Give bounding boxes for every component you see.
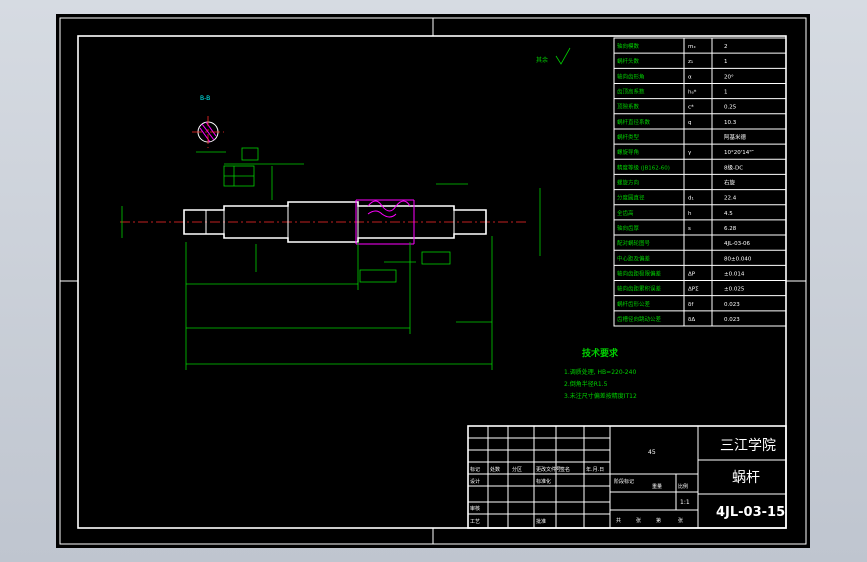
standard-label: 标准化 (536, 478, 551, 485)
drawing-number: 4JL-03-15 (716, 505, 785, 520)
param-symbol: hₐ* (688, 90, 697, 96)
param-symbol: δf (688, 302, 694, 308)
param-label: 蜗杆齿形公差 (617, 300, 651, 308)
param-symbol: d₁ (688, 196, 694, 202)
param-value: 1 (724, 90, 728, 96)
param-label: 分度圆直径 (617, 194, 645, 202)
param-label: 中心距及偏差 (617, 254, 651, 262)
sheet-label: 共 (616, 517, 621, 524)
param-label: 轴向齿厚 (617, 224, 640, 232)
roughness-label: 其余 (536, 56, 548, 64)
worm-shaft-drawing: B-B 其余 轴向模数 mₓ 2 蜗杆头数 z₁ 1 轴向齿形角 α 20° 齿顶高系数 hₐ* 1 顶… (59, 17, 807, 545)
param-symbol: c* (688, 105, 694, 111)
param-value: 右旋 (724, 179, 736, 187)
tech-heading: 技术要求 (582, 347, 619, 359)
technical-requirements: 技术要求 1.调质处理, HB=220-240 2.倒角半径R1.5 3.未注尺… (564, 347, 637, 400)
process-label: 工艺 (470, 519, 480, 525)
dimensions (121, 163, 541, 370)
audit-label: 审核 (470, 505, 480, 512)
param-value: 0.25 (724, 105, 737, 111)
sheet-label: 张 (678, 517, 683, 524)
param-symbol: ΔPΣ (688, 287, 699, 293)
param-label: 螺旋方向 (617, 179, 639, 187)
rev-header: 年.月.日 (586, 466, 604, 473)
param-value: 阿基米德 (724, 133, 747, 141)
param-value: 0.023 (724, 317, 740, 323)
param-value: 1 (724, 59, 728, 65)
param-label: 螺旋导角 (617, 148, 639, 156)
param-label: 顶隙系数 (617, 103, 640, 111)
design-label: 设计 (470, 478, 480, 485)
param-label: 全齿高 (617, 209, 634, 217)
sheet-label: 第 (656, 517, 661, 524)
rev-header: 标记 (470, 466, 480, 473)
approve-label: 批准 (536, 518, 546, 525)
param-value: 10.3 (724, 120, 737, 126)
scale: 1:1 (680, 499, 690, 506)
param-value: 22.4 (724, 196, 737, 202)
sheet-label: 张 (636, 517, 641, 524)
param-value: 20° (724, 74, 734, 80)
material: 45 (648, 449, 656, 456)
param-label: 蜗杆直径系数 (617, 118, 651, 126)
param-label: 蜗杆头数 (617, 57, 640, 65)
rev-header: 分区 (512, 466, 522, 473)
param-symbol: h (688, 211, 692, 217)
section-label: B-B (200, 95, 210, 102)
param-value: 80±0.040 (724, 256, 752, 262)
tech-item: 2.倒角半径R1.5 (564, 380, 608, 388)
param-value: 4JL-03-06 (724, 241, 751, 247)
param-value: 6.28 (724, 226, 737, 232)
param-label: 精度等级 (JB162-60) (617, 163, 670, 171)
param-symbol: s (688, 226, 691, 232)
param-value: ±0.025 (724, 287, 745, 293)
scale-label: 比例 (678, 483, 688, 490)
param-label: 配对蜗轮图号 (617, 239, 651, 247)
rev-header: 处数 (490, 466, 500, 473)
parameter-table: 轴向模数 mₓ 2 蜗杆头数 z₁ 1 轴向齿形角 α 20° 齿顶高系数 hₐ* 1 顶隙系数 c* 0.… (613, 37, 787, 327)
param-value: 2 (724, 44, 728, 50)
param-label: 蜗杆类型 (617, 133, 640, 141)
param-value: 10°20'14"″ (724, 150, 754, 156)
rev-header: 更改文件号 (536, 466, 561, 473)
param-value: 0.023 (724, 302, 740, 308)
drawing-canvas[interactable]: B-B 其余 轴向模数 mₓ 2 蜗杆头数 z₁ 1 轴向齿形角 α 20° 齿顶高系数 hₐ* 1 顶… (56, 14, 810, 548)
title-block: 三江学院 蜗杆 4JL-03-15 45 1:1 重量 比例 共 张 第 张 标… (467, 425, 787, 529)
param-value: 4.5 (724, 211, 733, 217)
param-symbol: z₁ (688, 59, 693, 65)
param-label: 齿槽径向跳动公差 (617, 315, 662, 323)
param-symbol: mₓ (688, 44, 696, 50)
param-symbol: ΔP (688, 271, 696, 277)
inner-frame (77, 35, 787, 529)
worm-shaft (183, 199, 487, 245)
param-label: 轴向齿距累积误差 (617, 285, 662, 293)
param-symbol: γ (688, 150, 692, 156)
param-label: 齿顶高系数 (617, 88, 645, 96)
param-label: 轴向齿形角 (617, 72, 645, 80)
param-value: ±0.014 (724, 271, 745, 277)
param-label: 轴向模数 (617, 42, 640, 50)
roughness-mark: 其余 (536, 47, 571, 65)
param-symbol: q (688, 120, 692, 126)
school-name: 三江学院 (720, 438, 776, 454)
param-symbol: α (688, 74, 692, 80)
weight-label: 重量 (652, 483, 662, 490)
rev-header: 签名 (560, 466, 570, 473)
stage-label: 阶段标记 (614, 478, 634, 485)
tech-item: 1.调质处理, HB=220-240 (564, 368, 636, 376)
param-value: 8级-DC (724, 163, 743, 171)
tech-item: 3.未注尺寸偏差按精度IT12 (564, 392, 637, 400)
section-bb: B-B (192, 95, 226, 153)
tolerance-frames (223, 147, 451, 283)
part-name: 蜗杆 (732, 470, 760, 486)
param-label: 轴向齿距极限偏差 (617, 269, 662, 277)
param-symbol: δΔ (688, 317, 695, 323)
